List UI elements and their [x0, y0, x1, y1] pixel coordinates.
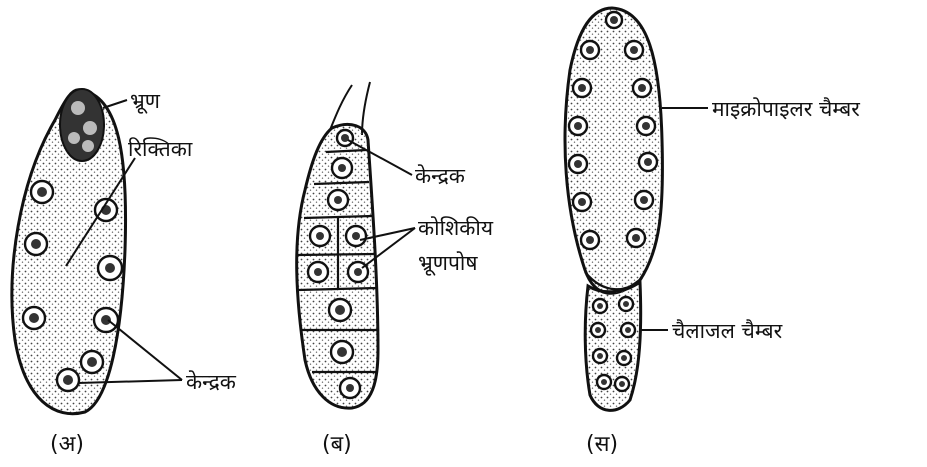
caption-a: (अ) [50, 432, 84, 457]
figure-c-helobial-endosperm: माइक्रोपाइलर चैम्बर चैलाजल चैम्बर (स) [565, 8, 860, 457]
leader-embryo [103, 100, 127, 108]
label-embryo: भ्रूण [130, 89, 161, 114]
label-chalazal-chamber: चैलाजल चैम्बर [672, 319, 783, 343]
caption-b: (ब) [322, 432, 352, 457]
label-vacuole: रिक्तिका [128, 137, 193, 161]
label-cellular-endosperm-2: भ्रूणपोष [418, 251, 478, 276]
label-micropylar-chamber: माइक्रोपाइलर चैम्बर [712, 97, 860, 121]
caption-c: (स) [586, 432, 618, 457]
figure-b-cellular-endosperm: केन्द्रक कोशिकीय भ्रूणपोष (ब) [297, 82, 494, 457]
label-cellular-endosperm-1: कोशिकीय [418, 216, 494, 240]
embryo-a [60, 89, 104, 161]
label-nucleus-a: केन्द्रक [186, 370, 237, 394]
leader-nucleus-a-1 [108, 320, 182, 380]
figure-a-nuclear-endosperm: भ्रूण रिक्तिका केन्द्रक (अ) [12, 89, 237, 457]
label-nucleus-b: केन्द्रक [415, 164, 466, 188]
